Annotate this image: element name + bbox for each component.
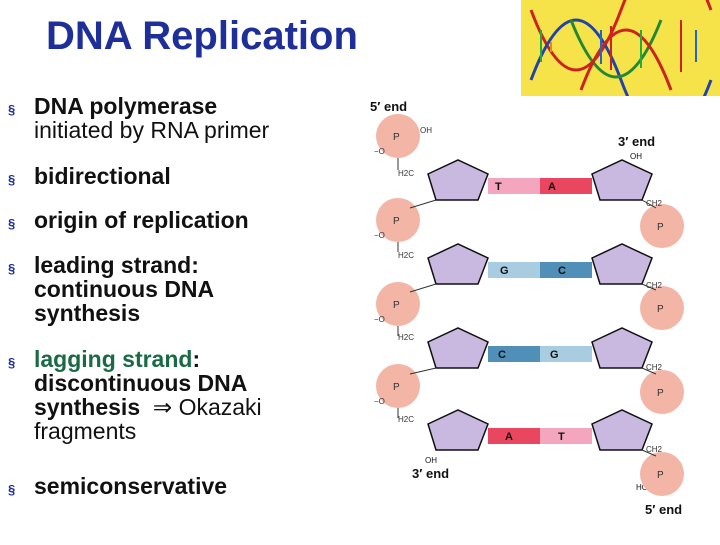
backbone-links [409, 199, 657, 457]
dna-helix-image [521, 0, 720, 96]
bullet-dna-polymerase: § DNA polymerase initiated by RNA primer [8, 93, 270, 143]
bullet-semiconservative: § semiconservative [8, 474, 348, 498]
lagging-strand-term: lagging strand [34, 346, 193, 372]
slide-title: DNA Replication [46, 14, 358, 58]
base-pair-4: A T [488, 428, 592, 444]
base-label: T [495, 181, 502, 193]
base-label: A [548, 181, 556, 193]
svg-text:P: P [393, 216, 400, 227]
bullet-origin: § origin of replication [8, 208, 348, 232]
dna-structure-diagram: 5′ end 3′ end OH 3′ end OH 5′ end HO P P… [360, 96, 720, 540]
svg-text:CH2: CH2 [646, 445, 663, 454]
svg-text:P: P [657, 470, 664, 481]
svg-text:−O: −O [374, 147, 385, 156]
bullet-marker: § [8, 482, 16, 497]
oh-bottom-label: OH [425, 456, 437, 465]
bullet-bidirectional: § bidirectional [8, 164, 348, 188]
base-label: C [558, 265, 566, 277]
base-pair-1: T A [488, 178, 592, 194]
bullet-lagging-strand: § lagging strand: discontinuous DNA synt… [8, 346, 262, 444]
svg-text:CH2: CH2 [646, 363, 663, 372]
base-label: G [550, 349, 559, 361]
svg-text:H2C: H2C [398, 333, 414, 342]
bullet-marker: § [8, 261, 16, 276]
svg-text:CH2: CH2 [646, 199, 663, 208]
svg-text:H2C: H2C [398, 251, 414, 260]
svg-text:P: P [657, 388, 664, 399]
oh-label: OH [630, 152, 642, 161]
base-label: G [500, 265, 509, 277]
svg-text:P: P [393, 300, 400, 311]
bullet-marker: § [8, 216, 16, 231]
svg-text:P: P [393, 382, 400, 393]
svg-text:−O: −O [374, 397, 385, 406]
three-prime-end-bottom-label: 3′ end [412, 466, 449, 481]
bullet-marker: § [8, 102, 16, 117]
svg-text:H2C: H2C [398, 415, 414, 424]
five-prime-end-top-label: 5′ end [370, 99, 407, 114]
svg-text:−O: −O [374, 231, 385, 240]
left-sugar-backbone: H2C H2C H2C H2C [397, 158, 489, 451]
base-label: T [558, 431, 565, 443]
svg-text:P: P [657, 222, 664, 233]
svg-text:OH: OH [420, 126, 432, 135]
right-phosphate-group: P P P P [640, 204, 684, 496]
implies-arrow: ⇒ [152, 394, 173, 420]
ho-label: HO [636, 483, 648, 492]
svg-text:P: P [393, 132, 400, 143]
base-pair-3: C G [488, 346, 592, 362]
bullet-leading-strand: § leading strand: continuous DNA synthes… [8, 252, 215, 326]
three-prime-end-right-label: 3′ end [618, 134, 655, 149]
svg-text:H2C: H2C [398, 169, 414, 178]
svg-text:CH2: CH2 [646, 281, 663, 290]
right-sugar-backbone: CH2 CH2 CH2 CH2 [591, 159, 663, 454]
base-label: C [498, 349, 506, 361]
svg-text:P: P [657, 304, 664, 315]
base-pair-2: G C [488, 262, 592, 278]
five-prime-end-bottom-label: 5′ end [645, 502, 682, 517]
bullet-marker: § [8, 172, 16, 187]
base-label: A [505, 431, 513, 443]
left-phosphate-group: P P P P −O −O −O −O OH [374, 114, 432, 408]
bullet-marker: § [8, 355, 16, 370]
svg-text:−O: −O [374, 315, 385, 324]
